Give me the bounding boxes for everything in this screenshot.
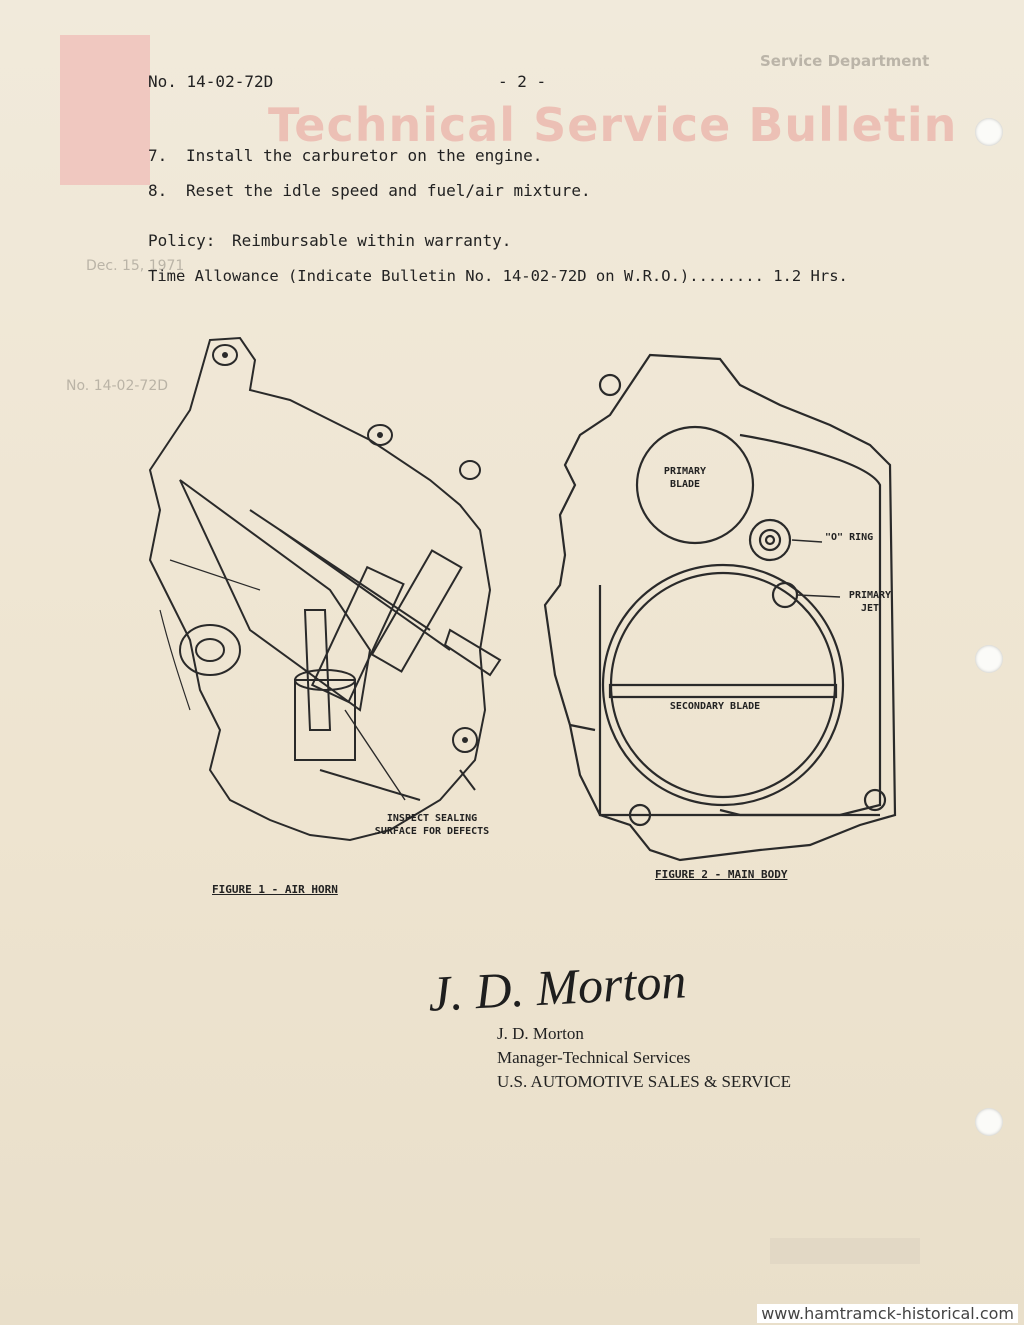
- callout-inspect-sealing: INSPECT SEALING SURFACE FOR DEFECTS: [374, 813, 490, 837]
- signature-image: J. D. Morton: [426, 952, 688, 1022]
- signer-title: Manager-Technical Services: [497, 1048, 691, 1067]
- time-allowance: Time Allowance (Indicate Bulletin No. 14…: [148, 267, 848, 285]
- bleed-number: No. 14-02-72D: [66, 378, 169, 394]
- bleed-department: Service Department: [760, 52, 930, 70]
- punch-hole: [975, 118, 1003, 146]
- signer-org: U.S. AUTOMOTIVE SALES & SERVICE: [497, 1072, 791, 1091]
- main-body-drawing: [543, 353, 897, 862]
- punch-hole: [975, 645, 1003, 673]
- dodge-logo-bleed: [60, 35, 150, 185]
- bleed-dodge-logo: [770, 1238, 920, 1264]
- callout-secondary-blade: SECONDARY BLADE: [669, 701, 761, 712]
- figure-1-caption: FIGURE 1 - AIR HORN: [212, 883, 338, 896]
- bulletin-number: No. 14-02-72D: [148, 72, 274, 91]
- step-8-number: 8.: [148, 181, 168, 200]
- website-url: www.hamtramck-historical.com: [757, 1304, 1018, 1323]
- callout-o-ring: "O" RING: [825, 532, 874, 543]
- bleed-title: Technical Service Bulletin: [268, 98, 958, 152]
- air-horn-drawing: [148, 336, 502, 842]
- policy-label: Policy:: [148, 231, 216, 250]
- punch-hole: [975, 1108, 1003, 1136]
- figure-2-caption: FIGURE 2 - MAIN BODY: [655, 868, 788, 881]
- signer-name: J. D. Morton: [497, 1024, 584, 1043]
- bleed-date: Dec. 15, 1971: [86, 258, 185, 274]
- step-7-text: Install the carburetor on the engine.: [186, 146, 543, 165]
- step-7-number: 7.: [148, 146, 168, 165]
- callout-primary-blade: PRIMARY BLADE: [663, 466, 707, 490]
- page-number: - 2 -: [498, 72, 547, 91]
- policy-value: Reimbursable within warranty.: [232, 231, 512, 250]
- callout-primary-jet: PRIMARY JET: [848, 590, 892, 614]
- signature-block: J. D. Morton Manager-Technical Services …: [497, 1022, 791, 1094]
- step-8-text: Reset the idle speed and fuel/air mixtur…: [186, 181, 591, 200]
